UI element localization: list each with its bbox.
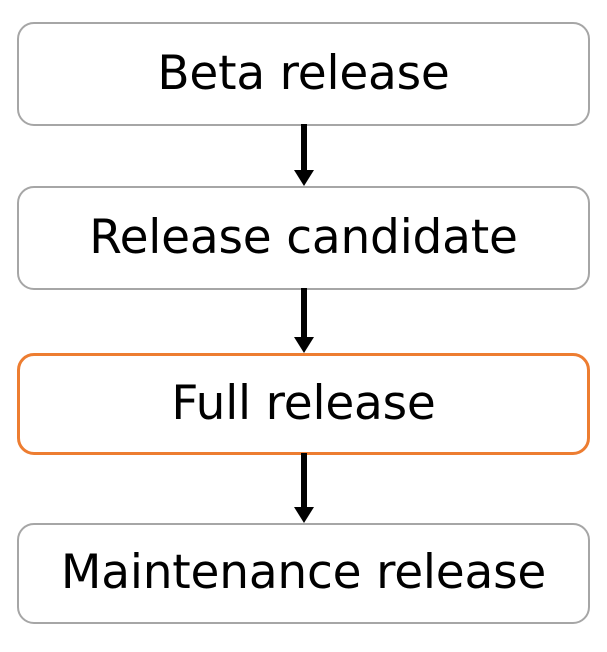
arrow-down-icon	[294, 288, 314, 353]
flow-node-release-candidate[interactable]: Release candidate	[17, 186, 590, 290]
arrow-rc-to-full	[0, 288, 607, 355]
flow-node-label: Beta release	[157, 45, 450, 101]
arrow-down-icon	[294, 453, 314, 523]
flow-node-label: Maintenance release	[60, 545, 547, 600]
flow-node-beta-release[interactable]: Beta release	[17, 22, 590, 126]
arrow-beta-to-rc	[0, 124, 607, 188]
flow-node-full-release[interactable]: Full release	[17, 353, 590, 455]
arrow-full-to-maintenance	[0, 453, 607, 525]
arrow-down-icon	[294, 124, 314, 186]
flow-node-label: Full release	[171, 375, 436, 431]
flow-node-maintenance-release[interactable]: Maintenance release	[17, 523, 590, 624]
flow-node-label: Release candidate	[89, 209, 518, 265]
